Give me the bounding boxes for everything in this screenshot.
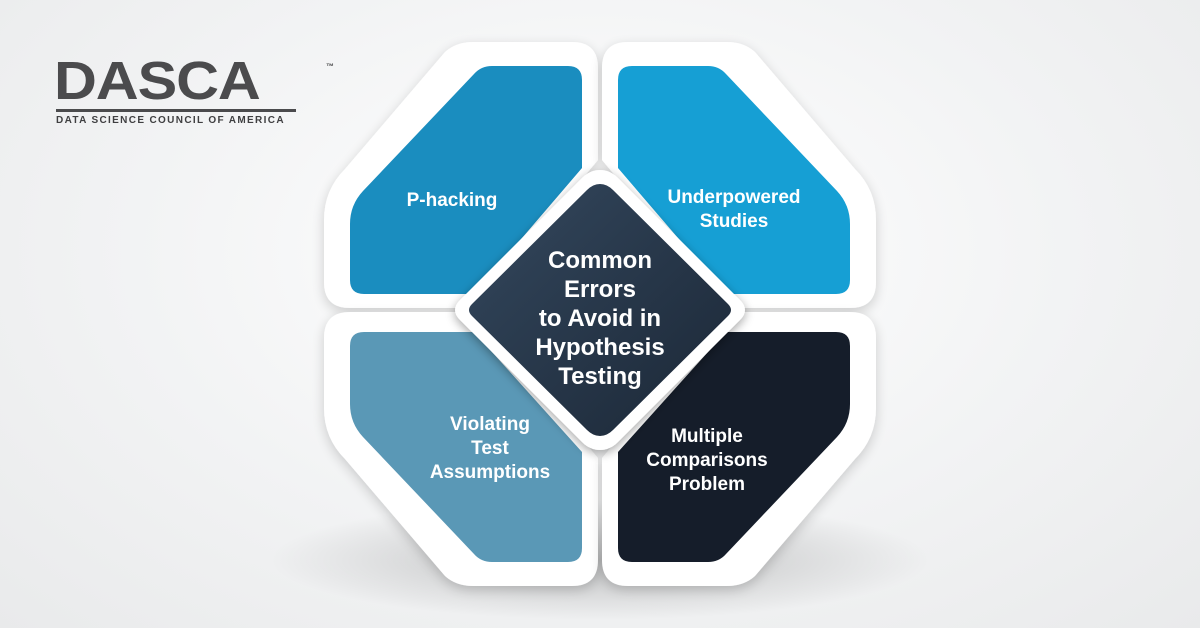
label-p-hacking: P-hacking	[406, 190, 498, 211]
dasca-logo: DASCA ™ DATA SCIENCE COUNCIL OF AMERICA	[54, 51, 334, 128]
segment-multiple-comparisons-problem	[618, 332, 850, 562]
logo-divider	[56, 109, 296, 112]
segment-underpowered-studies	[618, 66, 850, 294]
label-multiple-comparisons-problem: Multiple Comparisons Problem	[646, 426, 768, 495]
logo-wordmark: DASCA	[54, 51, 261, 111]
center-title: Common Errors to Avoid in Hypothesis Tes…	[535, 247, 665, 390]
label-violating-test-assumptions: Violating Test Assumptions	[429, 414, 551, 483]
center-diamond	[469, 184, 731, 436]
label-underpowered-studies: Underpowered Studies	[667, 187, 801, 232]
segment-violating-test-assumptions	[350, 332, 582, 562]
logo-tagline: DATA SCIENCE COUNCIL OF AMERICA	[56, 115, 285, 126]
floor-shadow	[270, 500, 930, 620]
segment-p-hacking	[350, 66, 582, 294]
trademark-symbol: ™	[326, 62, 334, 71]
